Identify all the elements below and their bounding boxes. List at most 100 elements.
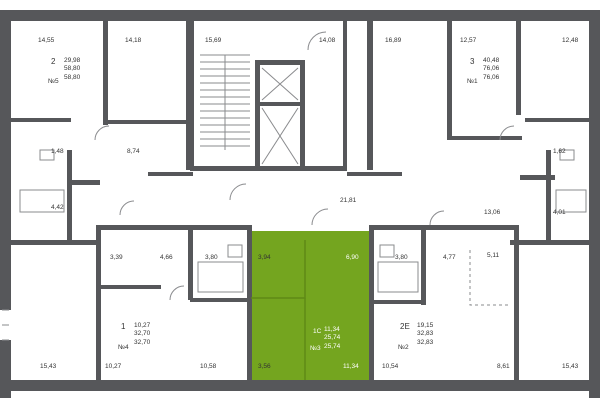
room-label: 1,48 [51,148,64,155]
wall-v-190 [186,15,191,170]
bathtub-4 [377,261,419,293]
outer-wall-top-mid [190,10,370,21]
door-swing-3 [229,183,247,201]
thin-lines [2,31,587,341]
wall-h-corr-left [70,180,100,185]
apartment-type: 3 [470,57,475,66]
apartment-total-area: 76,06 [483,65,500,73]
room-label: 12,57 [460,37,477,44]
room-label: 14,18 [125,37,142,44]
bathtub-2 [555,189,587,213]
wall-v-370b [369,225,374,380]
outer-wall-top-right [370,10,600,21]
apartment-number: №1 [467,78,478,85]
wall-h-core-bottom [148,172,193,176]
room-label: 3,94 [258,254,271,261]
apartment-type: 2 [51,57,56,66]
wall-h-bath [190,298,251,302]
bathtub-3 [197,261,244,293]
core-wall-left [190,21,194,171]
wall-h-lower [101,225,251,230]
wall-v-190b [188,225,193,300]
door-swing-7 [169,285,185,301]
apartment-number: №3 [310,345,321,352]
outer-wall-left [0,10,11,310]
lift-cross-2 [261,107,299,165]
lift-cross-1 [261,67,299,101]
apartment-total-area-2: 32,70 [134,338,151,346]
core-wall-bottom [190,166,347,171]
apartment-living-area: 10,27 [134,322,151,329]
sink-3 [227,244,243,258]
apartment-number: №2 [398,344,409,351]
room-label: 13,06 [484,209,501,216]
door-swing-1 [94,125,110,141]
apartment-type: 2Е [400,322,410,331]
wall-v-370 [367,15,373,170]
core-wall-mid [255,60,305,65]
core-wall-mid-v2 [300,60,305,168]
wall-v-520 [516,15,521,115]
wall-h-core-bottom2 [347,172,402,176]
room-label: 10,54 [382,363,399,370]
room-label: 3,80 [205,254,218,261]
highlighted-apartment-fill [251,231,370,380]
outer-wall-bottom [0,380,600,391]
door-swing-6 [499,125,515,141]
room-label: 16,89 [385,37,402,44]
wall-v-105 [103,15,108,125]
window-left [2,309,9,341]
room-label: 3,56 [258,363,271,370]
room-label: 10,27 [105,363,122,370]
room-label: 4,66 [160,254,173,261]
sink-2 [559,149,575,161]
outer-wall-left-lower [0,340,11,398]
room-label: 21,81 [340,197,357,204]
apartment-total-area-2: 32,83 [417,338,434,346]
door-swing-8 [119,200,135,216]
wall-h-bath2 [374,300,426,304]
room-label: 1,62 [553,148,566,155]
room-label: 11,34 [343,363,359,370]
sink-1 [39,149,55,161]
room-label: 14,55 [38,37,55,44]
room-label: 4,01 [553,209,566,216]
apartment-total-area-2: 76,06 [483,73,500,81]
apartment-living-area: 40,48 [483,57,500,64]
room-label: 3,39 [110,254,123,261]
wall-v-425 [421,225,426,305]
wall-v-515 [514,225,519,380]
apartment-number: №5 [48,78,59,85]
outer-wall-top-left [0,10,190,21]
wall-v-corr-right [546,150,551,245]
wall-v-450 [447,15,452,140]
apartment-type: 1 [121,322,126,331]
walls [0,10,600,398]
room-label: 15,43 [562,363,579,370]
room-label: 6,90 [346,254,359,261]
wall-h-corr-right [520,175,555,180]
room-label: 5,11 [487,252,500,259]
apartment-areas: 29,98 58,80 58,80 [64,57,80,82]
wall-h-corr-right2 [510,240,589,245]
door-swing-4 [311,208,329,226]
apartment-living-area: 29,98 [64,57,81,64]
apartment-areas: 40,48 76,06 76,06 [483,57,499,82]
wall-h-apt1b [525,118,589,122]
room-label: 15,69 [205,37,222,44]
outer-wall-right [589,10,600,398]
wall-h-apt1 [452,136,522,140]
wall-h-apt5 [11,118,71,122]
apartment-living-area: 19,15 [417,322,434,329]
core-wall-lift [260,102,300,106]
core-wall-mid-v [255,60,260,168]
apartment-total-area-2: 58,80 [64,73,81,81]
wall-h-corr-left2 [11,240,101,245]
room-label: 4,42 [51,204,64,211]
dashed-loggia [469,250,510,306]
wall-h-apt5b [108,120,188,124]
apartment-areas: 11,34 25,74 25,74 [324,326,340,351]
apartment-total-area: 25,74 [324,334,341,342]
